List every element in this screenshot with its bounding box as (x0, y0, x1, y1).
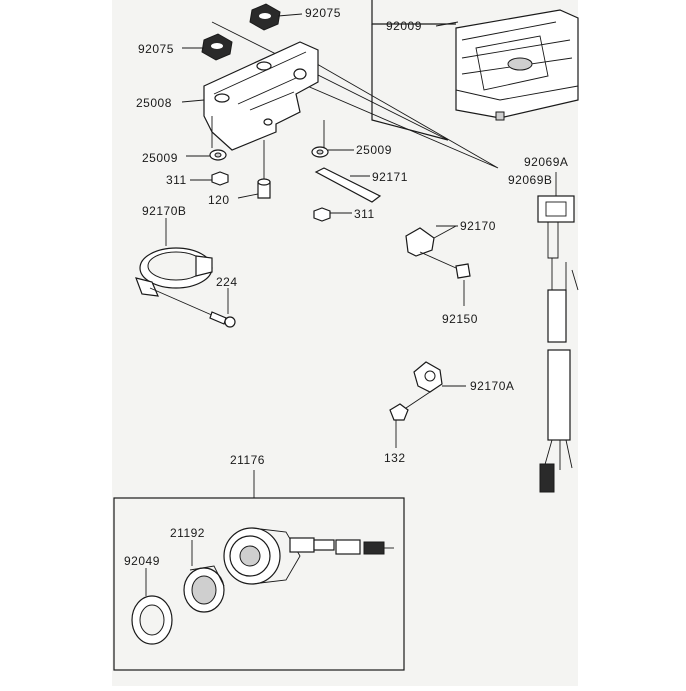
washer-25009-right-hole (316, 149, 324, 155)
seal-92049 (131, 568, 173, 645)
label-132: 132 (384, 451, 406, 465)
meter-housing (371, 0, 579, 141)
label-311-lower: 311 (354, 207, 375, 221)
leader-92009 (435, 21, 459, 27)
speedometer-cable-connector (537, 195, 579, 493)
label-92075-left: 92075 (138, 42, 174, 56)
clip-92170 (405, 225, 457, 257)
label-92069b: 92069B (508, 173, 553, 187)
label-25009-right: 25009 (356, 143, 392, 157)
label-311-upper: 311 (166, 173, 187, 187)
damper-92075-top (249, 3, 281, 31)
label-92075-top: 92075 (305, 6, 341, 20)
bolt-120 (257, 140, 271, 199)
gear-housing (223, 527, 394, 585)
label-92150: 92150 (442, 312, 478, 326)
screw-224 (149, 287, 236, 328)
label-92069a: 92069A (524, 155, 569, 169)
label-92170b: 92170B (142, 204, 187, 218)
label-25009-left: 25009 (142, 151, 178, 165)
leader-92075-top (277, 13, 303, 17)
label-92170: 92170 (460, 219, 496, 233)
strap-92171 (314, 167, 382, 203)
label-92049: 92049 (124, 554, 160, 568)
label-92171: 92171 (372, 170, 408, 184)
label-92009: 92009 (386, 19, 422, 33)
bracket-25008 (203, 41, 325, 151)
label-224: 224 (216, 275, 238, 289)
damper-92075-left (201, 33, 233, 61)
nut-311-lower (313, 207, 331, 222)
label-21176: 21176 (230, 453, 265, 467)
nut-311-upper (211, 171, 229, 186)
label-25008: 25008 (136, 96, 172, 110)
clamp-92170b (135, 218, 213, 297)
label-21192: 21192 (170, 526, 205, 540)
bolt-132 (389, 403, 409, 448)
gear-21192 (183, 540, 225, 613)
gear-box-frame-21176 (113, 497, 405, 671)
washer-25009-left-hole (214, 152, 222, 158)
bolt-92150 (419, 251, 471, 306)
leader-120 (237, 193, 259, 199)
leader-25008 (181, 99, 205, 103)
label-92170a: 92170A (470, 379, 515, 393)
clip-92170a (405, 361, 466, 409)
label-120: 120 (208, 193, 230, 207)
